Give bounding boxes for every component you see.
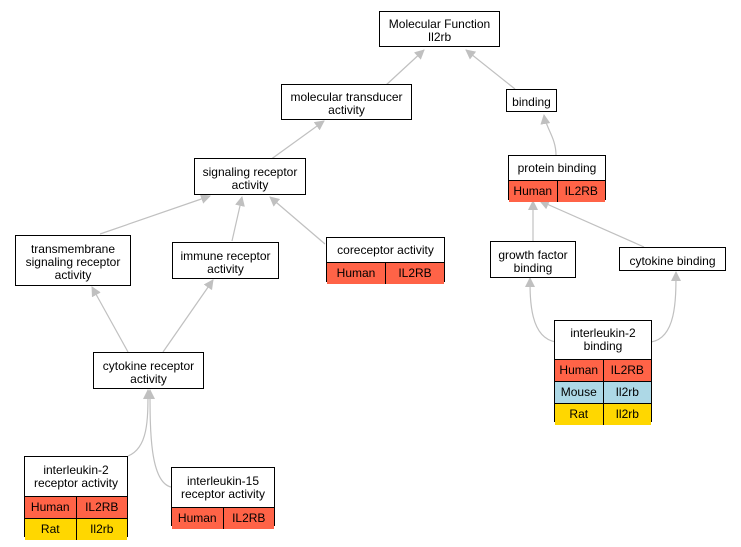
node-protein-binding[interactable]: protein binding Human IL2RB	[508, 155, 606, 202]
species-row-rat: Rat Il2rb	[555, 403, 651, 425]
species-name: Human	[30, 500, 70, 514]
gene-symbol: Il2rb	[75, 519, 128, 540]
node-title: coreceptor activity	[337, 242, 434, 257]
node-coreceptor-activity[interactable]: coreceptor activity Human IL2RB	[326, 237, 445, 284]
gene-symbol: IL2RB	[556, 181, 606, 202]
node-title: cytokine binding	[629, 253, 716, 268]
species-row-human: Human IL2RB	[509, 180, 605, 202]
edge-binding-to-root	[465, 49, 516, 90]
node-signaling-receptor-activity[interactable]: signaling receptor activity	[194, 158, 306, 195]
node-title: binding	[512, 95, 551, 109]
node-molecular-transducer-activity[interactable]: molecular transducer activity	[281, 84, 412, 120]
edge-il2b-to-gfb	[525, 277, 557, 343]
edge-pb-to-binding	[540, 114, 557, 156]
species-row-human: Human IL2RB	[327, 262, 444, 284]
species-name: Human	[513, 184, 553, 198]
gene-symbol: IL2RB	[222, 508, 275, 529]
edge-mta-to-root	[384, 49, 425, 87]
node-molecular-function[interactable]: Molecular Function Il2rb	[379, 11, 500, 47]
node-title: transmembrane signaling receptor activit…	[25, 242, 121, 282]
node-interleukin-15-receptor-activity[interactable]: interleukin-15 receptor activity Human I…	[171, 467, 275, 529]
species-row-rat: Rat Il2rb	[25, 518, 127, 540]
node-interleukin-2-binding[interactable]: interleukin-2 binding Human IL2RB Mouse …	[554, 320, 652, 425]
gene-symbol: IL2RB	[385, 263, 444, 284]
node-transmembrane-signaling-receptor-activity[interactable]: transmembrane signaling receptor activit…	[15, 235, 131, 286]
node-title: interleukin-2 binding	[570, 326, 636, 353]
edge-sra-to-mta	[269, 120, 325, 161]
node-immune-receptor-activity[interactable]: immune receptor activity	[172, 242, 279, 279]
edge-il2ra-to-cra	[127, 389, 153, 457]
edge-cb-to-pb	[539, 200, 645, 248]
edge-cra-to-tmsra	[91, 286, 129, 353]
species-row-human: Human IL2RB	[25, 496, 127, 518]
node-cytokine-receptor-activity[interactable]: cytokine receptor activity	[93, 352, 204, 389]
node-title: interleukin-2 receptor activity	[33, 462, 119, 490]
species-name: Rat	[40, 522, 60, 536]
node-title: Molecular Function Il2rb	[388, 17, 491, 44]
node-title: cytokine receptor activity	[102, 358, 195, 386]
species-name: Human	[177, 511, 217, 525]
edge-cra-to-ira	[162, 279, 214, 353]
edge-cora-to-sra	[269, 196, 326, 245]
gene-symbol: IL2RB	[75, 497, 128, 518]
node-title: immune receptor activity	[180, 248, 271, 276]
node-title: protein binding	[517, 160, 597, 175]
node-title: signaling receptor activity	[202, 164, 298, 192]
node-title: interleukin-15 receptor activity	[180, 473, 266, 501]
edge-tmsra-to-sra	[99, 194, 211, 235]
gene-symbol: Il2rb	[602, 382, 652, 403]
species-row-human: Human IL2RB	[172, 507, 274, 529]
species-name: Mouse	[560, 385, 597, 399]
node-title: molecular transducer activity	[290, 90, 403, 117]
gene-symbol: IL2RB	[602, 360, 652, 381]
node-title: growth factor binding	[498, 247, 568, 275]
species-name: Human	[336, 266, 376, 280]
species-row-human: Human IL2RB	[555, 359, 651, 381]
species-name: Human	[559, 363, 599, 377]
edge-ira-to-sra	[231, 196, 245, 242]
edge-il2b-to-cb	[650, 271, 681, 343]
node-cytokine-binding[interactable]: cytokine binding	[619, 247, 726, 271]
node-binding[interactable]: binding	[506, 89, 557, 112]
gene-symbol: Il2rb	[602, 404, 652, 425]
edge-il15ra-to-cra	[145, 389, 172, 488]
node-interleukin-2-receptor-activity[interactable]: interleukin-2 receptor activity Human IL…	[24, 456, 128, 540]
species-name: Rat	[569, 407, 589, 421]
node-growth-factor-binding[interactable]: growth factor binding	[490, 241, 576, 278]
species-row-mouse: Mouse Il2rb	[555, 381, 651, 403]
